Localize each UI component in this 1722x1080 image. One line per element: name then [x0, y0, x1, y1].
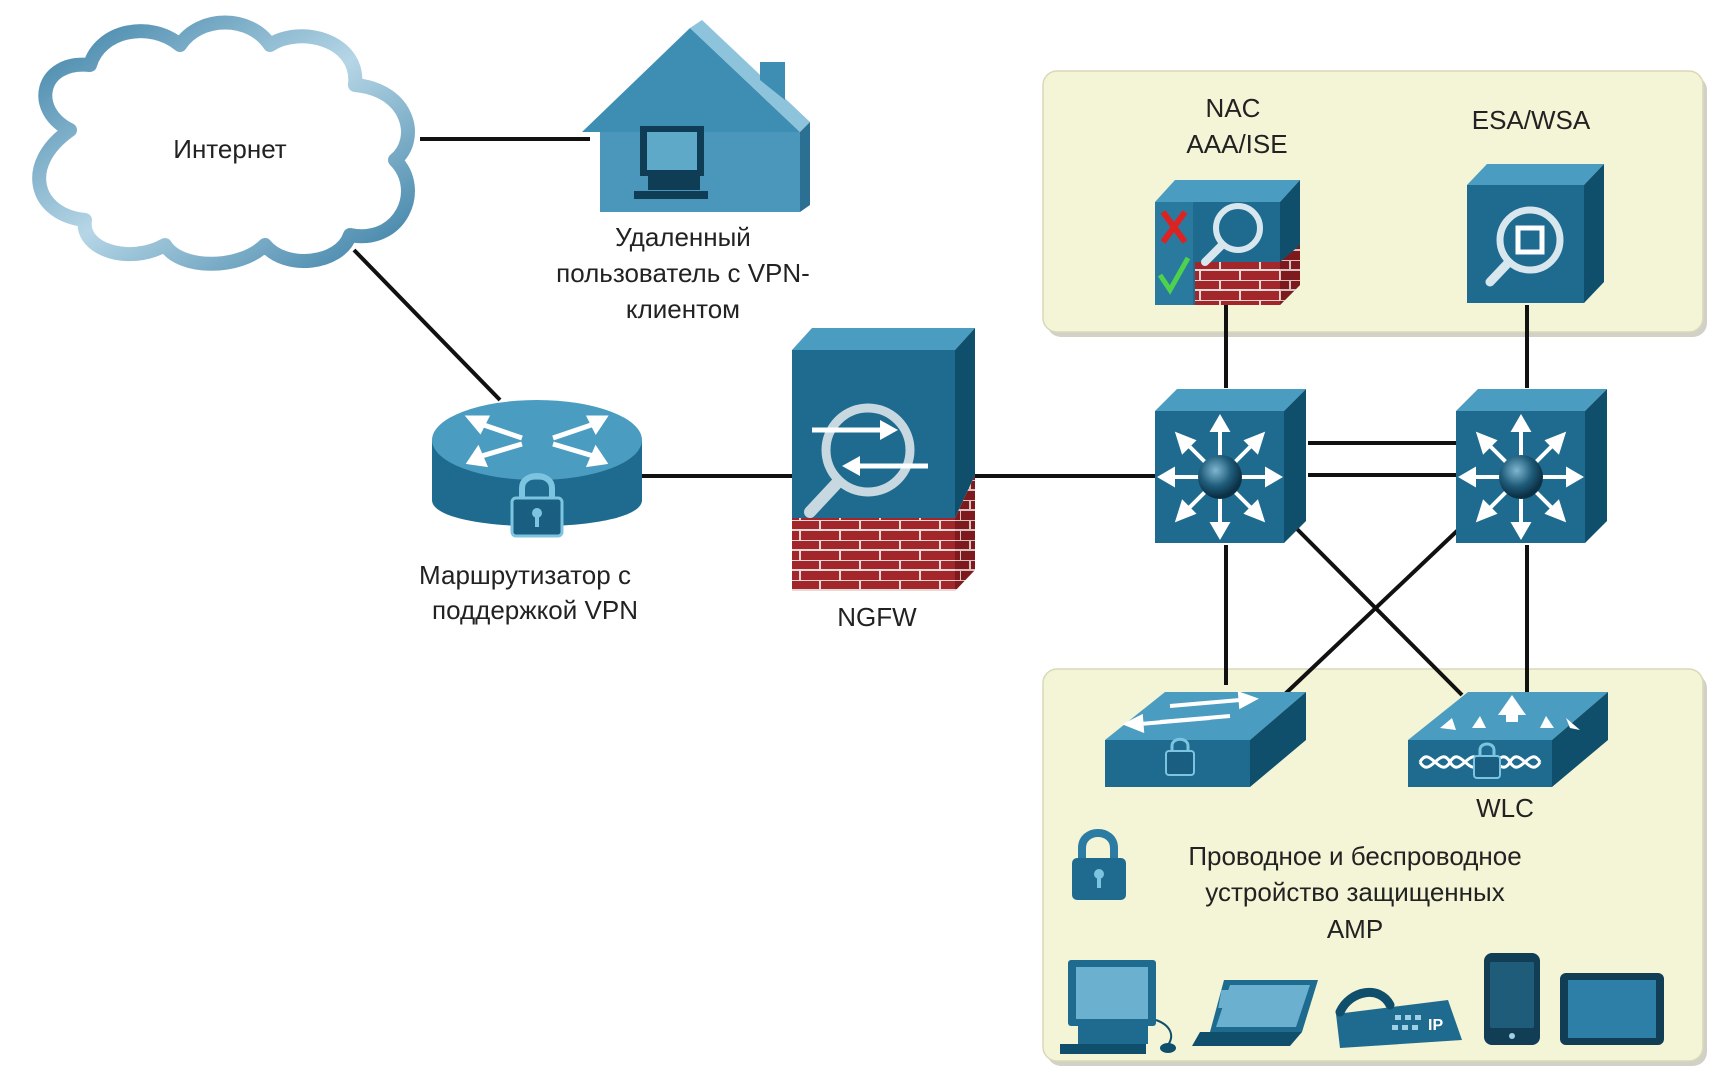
smartphone-icon — [1484, 953, 1540, 1045]
wlc-icon — [1408, 692, 1608, 787]
links — [352, 137, 1529, 697]
amp-note: Проводное и беспроводное устройство защи… — [1188, 841, 1521, 944]
esa-wsa-icon — [1467, 164, 1604, 303]
ip-phone-icon: IP — [1218, 987, 1462, 1048]
cloud-icon: Интернет — [32, 15, 415, 271]
svg-text:пользователь с VPN-: пользователь с VPN- — [556, 258, 810, 288]
lock-icon — [510, 473, 564, 538]
internet-label: Интернет — [173, 134, 287, 164]
svg-text:устройство защищенных: устройство защищенных — [1205, 877, 1504, 907]
svg-text:AAA/ISE: AAA/ISE — [1186, 129, 1287, 159]
svg-text:NAC: NAC — [1206, 93, 1261, 123]
link-switch2-access — [1282, 528, 1460, 697]
remote-user-label: Удаленный пользователь с VPN- клиентом — [556, 222, 810, 324]
esa-wsa-label: ESA/WSA — [1472, 105, 1591, 135]
pc-icon — [1060, 960, 1176, 1054]
firewall-icon — [792, 328, 975, 591]
nac-label: NAC AAA/ISE — [1186, 93, 1287, 159]
ngfw-label: NGFW — [837, 602, 917, 632]
svg-text:Удаленный: Удаленный — [615, 222, 751, 252]
tablet-icon — [1560, 973, 1664, 1045]
svg-text:Проводное и беспроводное: Проводное и беспроводное — [1188, 841, 1521, 871]
lock-icon — [1165, 737, 1195, 776]
lock-icon — [1473, 742, 1501, 779]
vpn-router-label: Маршрутизатор с поддержкой VPN — [419, 560, 638, 625]
link-internet-router — [352, 248, 502, 402]
layer3-switch-icon — [1155, 389, 1306, 543]
svg-text:IP: IP — [1428, 1017, 1443, 1034]
svg-text:клиентом: клиентом — [626, 294, 740, 324]
svg-text:поддержкой VPN: поддержкой VPN — [432, 595, 638, 625]
vpn-router-icon — [432, 400, 642, 538]
nac-icon — [1155, 180, 1300, 305]
link-switch1-wlc — [1294, 526, 1464, 697]
pc-in-house-icon — [634, 126, 708, 199]
layer3-switch-icon — [1456, 389, 1607, 543]
security-zone-top — [1042, 70, 1707, 337]
magnifier-icon — [804, 403, 928, 518]
svg-text:Маршрутизатор с: Маршрутизатор с — [419, 560, 631, 590]
house-icon — [582, 20, 810, 212]
secure-switch-icon — [1105, 691, 1306, 787]
wlc-label: WLC — [1476, 793, 1534, 823]
lock-icon — [1072, 829, 1126, 900]
svg-text:AMP: AMP — [1327, 914, 1383, 944]
